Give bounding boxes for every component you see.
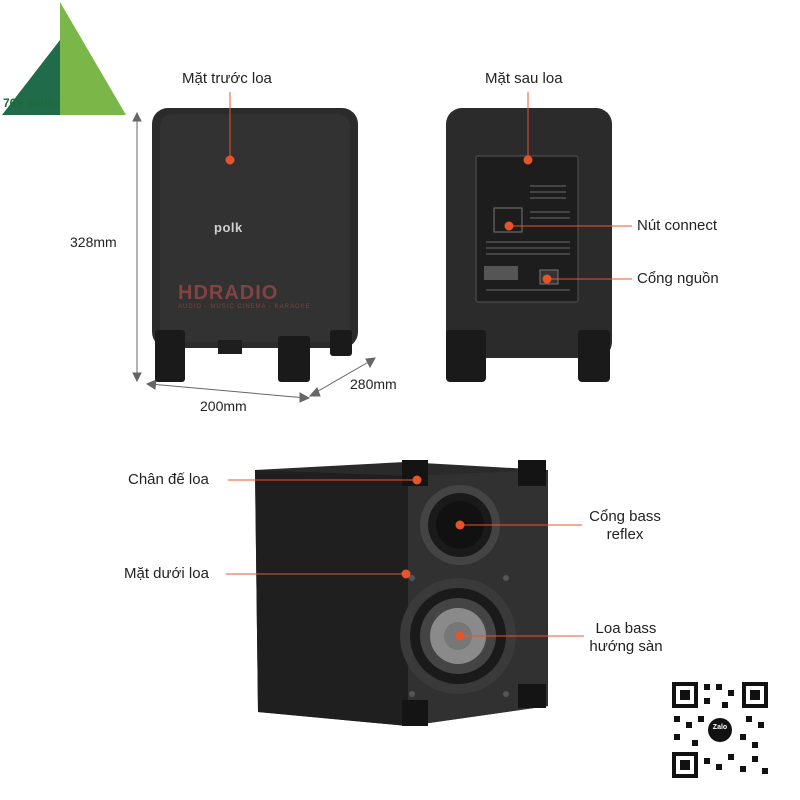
- feet-callout: Chân đế loa: [128, 471, 209, 488]
- bottom-speaker-image: [255, 460, 548, 726]
- woofer-line1: Loa bass: [595, 620, 657, 637]
- connect-button-callout: Nút connect: [637, 217, 718, 234]
- callout-lines: [225, 92, 632, 641]
- bass-reflex-callout: Cổng bass reflex: [580, 508, 670, 544]
- downfiring-woofer-callout: Loa bass hướng sàn: [580, 620, 672, 656]
- qr-code: [670, 680, 770, 780]
- brand-logo-text: polk: [214, 220, 243, 235]
- bass-reflex-line2: reflex: [606, 526, 644, 543]
- zalo-badge: Zalo: [712, 724, 728, 731]
- front-speaker-image: [152, 108, 358, 382]
- logo-text: 769 audio: [3, 96, 59, 110]
- watermark-main: HDRADIO: [178, 282, 279, 304]
- width-dimension: 200mm: [200, 398, 247, 414]
- woofer-line2: hướng sàn: [589, 638, 663, 655]
- height-dimension: 328mm: [70, 234, 117, 250]
- power-port-callout: Cổng nguồn: [637, 270, 719, 287]
- dimension-lines: [132, 111, 376, 403]
- logo-triangle-light: [60, 2, 126, 115]
- front-view-label: Mặt trước loa: [182, 70, 272, 87]
- logo-triangle-dark: [2, 40, 60, 115]
- depth-dimension: 280mm: [350, 376, 397, 392]
- bass-reflex-line1: Cổng bass: [589, 508, 661, 525]
- bottom-panel-callout: Mặt dưới loa: [124, 565, 209, 582]
- back-speaker-image: [446, 108, 612, 382]
- back-view-label: Mặt sau loa: [485, 70, 563, 87]
- watermark-sub: AUDIO - MUSIC CINEMA - KARAOKE: [178, 304, 311, 310]
